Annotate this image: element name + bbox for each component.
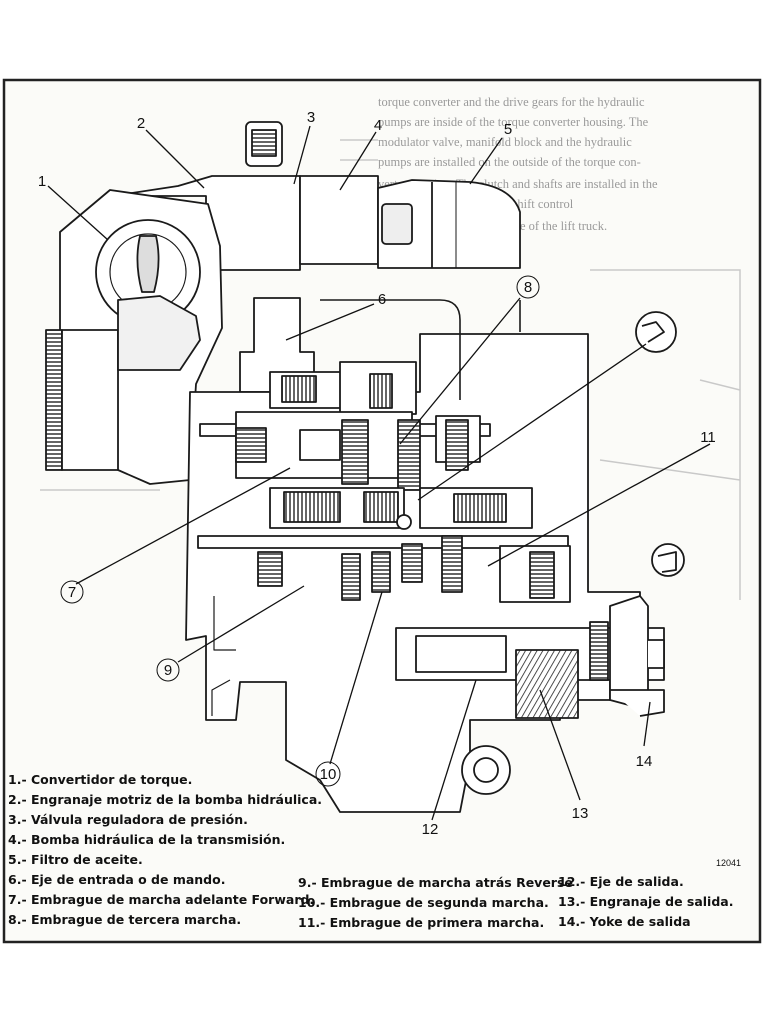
legend-column-1: 1.- Convertidor de torque. 2.- Engranaje… bbox=[8, 770, 322, 930]
callout-labels: 1 2 3 4 5 6 8 11 7 9 10 12 13 14 bbox=[38, 109, 716, 838]
callout-7: 7 bbox=[68, 584, 76, 601]
legend-item: 6.- Eje de entrada o de mando. bbox=[8, 872, 226, 887]
callout-12: 12 bbox=[422, 821, 439, 838]
legend-item: 14.- Yoke de salida bbox=[558, 914, 691, 929]
ring-gear bbox=[45, 329, 63, 471]
legend-item: 10.- Embrague de segunda marcha. bbox=[298, 895, 549, 910]
callout-10: 10 bbox=[320, 766, 337, 783]
legend-column-3: 12.- Eje de salida. 13.- Engranaje de sa… bbox=[558, 872, 733, 932]
background-text-line: pumps are installed on the outside of th… bbox=[378, 155, 641, 169]
callout-11: 11 bbox=[700, 429, 716, 446]
callout-2: 2 bbox=[137, 115, 145, 132]
oil-filter bbox=[377, 179, 521, 269]
callout-3: 3 bbox=[307, 109, 315, 126]
callout-6: 6 bbox=[378, 291, 386, 308]
legend-column-2: 9.- Embrague de marcha atrás Reverse 10.… bbox=[298, 873, 573, 933]
oil-line bbox=[320, 299, 461, 400]
leader-lines bbox=[47, 125, 711, 821]
legend-item: 13.- Engranaje de salida. bbox=[558, 894, 734, 909]
legend-item: 5.- Filtro de aceite. bbox=[8, 852, 143, 867]
clutch-shaft bbox=[197, 535, 569, 549]
callout-1: 1 bbox=[38, 173, 46, 190]
figure-code: 12041 bbox=[716, 858, 742, 868]
output-gear bbox=[515, 649, 579, 719]
background-text-line: pumps are inside of the torque converter… bbox=[378, 115, 649, 129]
legend-item: 3.- Válvula reguladora de presión. bbox=[8, 812, 248, 827]
callout-9: 9 bbox=[164, 662, 172, 679]
legend-item: 9.- Embrague de marcha atrás Reverse bbox=[298, 875, 573, 890]
background-text-line: torque converter and the drive gears for… bbox=[378, 95, 645, 109]
detail-callout-upper bbox=[635, 311, 677, 353]
legend-item: 11.- Embrague de primera marcha. bbox=[298, 915, 545, 930]
legend-item: 7.- Embrague de marcha adelante Forward. bbox=[8, 892, 315, 907]
background-text-line: modulator valve, manifold block and the … bbox=[378, 135, 632, 149]
legend-item: 4.- Bomba hidráulica de la transmisión. bbox=[8, 832, 286, 847]
callout-13: 13 bbox=[572, 805, 589, 822]
callout-14: 14 bbox=[636, 753, 653, 770]
legend-item: 8.- Embrague de tercera marcha. bbox=[8, 912, 242, 927]
callout-4: 4 bbox=[374, 117, 382, 134]
transmission-drawing bbox=[45, 121, 685, 813]
pump-body bbox=[299, 175, 379, 265]
legend-item: 12.- Eje de salida. bbox=[558, 874, 684, 889]
callout-8: 8 bbox=[524, 279, 532, 296]
legend-item: 1.- Convertidor de torque. bbox=[8, 772, 193, 787]
callout-5: 5 bbox=[504, 121, 512, 138]
legend-item: 2.- Engranaje motriz de la bomba hidrául… bbox=[8, 792, 323, 807]
